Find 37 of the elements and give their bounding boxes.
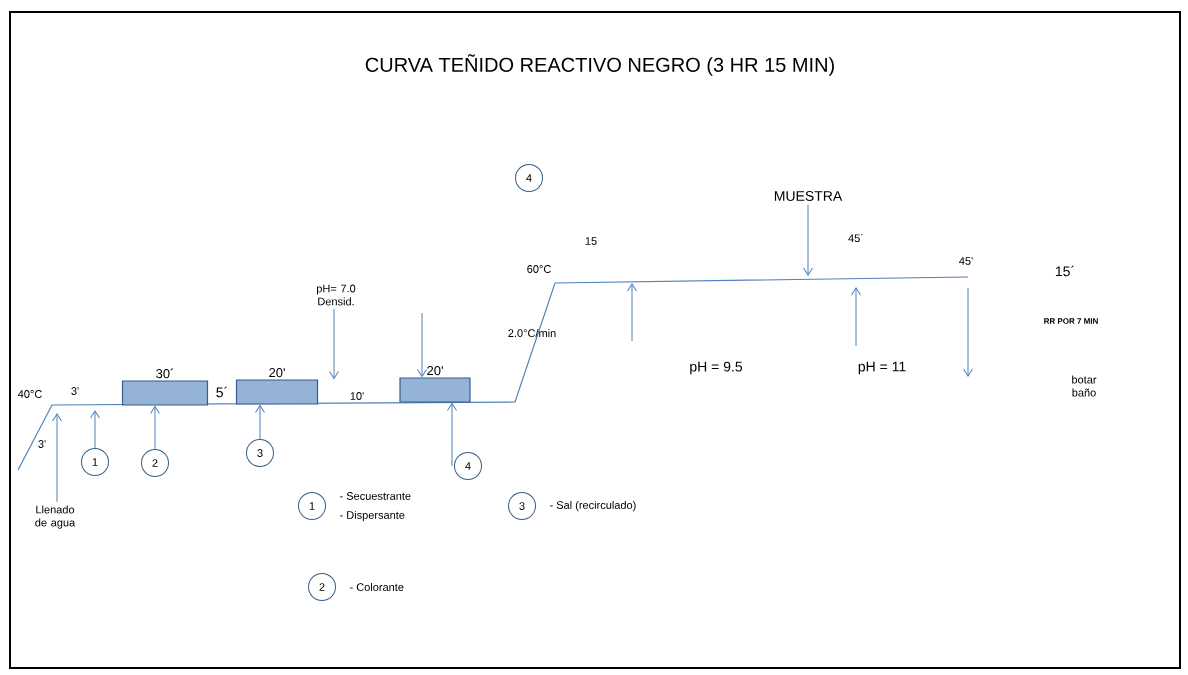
arrow <box>52 413 62 503</box>
annotation-text: MUESTRA <box>774 191 843 201</box>
label-text: pH = 11 <box>858 361 906 375</box>
label-text: 2.0°C/min <box>508 328 556 338</box>
label-text: 60°C <box>527 265 551 273</box>
step-box: 20' <box>399 366 471 403</box>
annotation-text: Llenado de agua <box>35 505 76 529</box>
arrow <box>417 312 427 377</box>
arrow <box>255 405 265 440</box>
label-text: 10' <box>348 391 366 401</box>
node-label: 20' <box>269 368 285 378</box>
label-text: 40°C <box>17 390 42 398</box>
legend-text: - Colorante <box>350 582 404 592</box>
label-text: 45' <box>959 257 973 265</box>
label-text: 15´ <box>1055 265 1074 277</box>
legend-text: - Secuestrante <box>340 492 411 500</box>
label-text: 3' <box>71 387 79 395</box>
label-text: pH = 9.5 <box>690 361 743 375</box>
arrow <box>90 410 100 449</box>
label-text: RR POR 7 MIN <box>1044 318 1098 324</box>
arrow <box>447 403 457 467</box>
node-label: 20' <box>427 366 443 376</box>
arrow <box>329 308 339 379</box>
node-label: 30´ <box>156 368 174 379</box>
label-text: botar baño <box>1072 375 1097 397</box>
label-text: 45´ <box>848 233 863 243</box>
legend-text: - Dispersante <box>340 510 405 522</box>
legend-text: - Sal (recirculado) <box>550 500 636 512</box>
arrow <box>803 204 813 276</box>
arrow <box>150 406 160 450</box>
step-box: 20' <box>235 368 319 405</box>
title: CURVA TEÑIDO REACTIVO NEGRO (3 HR 15 MIN) <box>365 54 834 76</box>
step-box: 30´ <box>121 368 209 406</box>
label-text: 15 <box>585 237 597 245</box>
label-text: 3' <box>36 439 48 449</box>
label-text: 5´ <box>216 386 227 398</box>
annotation-text: pH= 7.0 Densid. <box>317 284 356 306</box>
